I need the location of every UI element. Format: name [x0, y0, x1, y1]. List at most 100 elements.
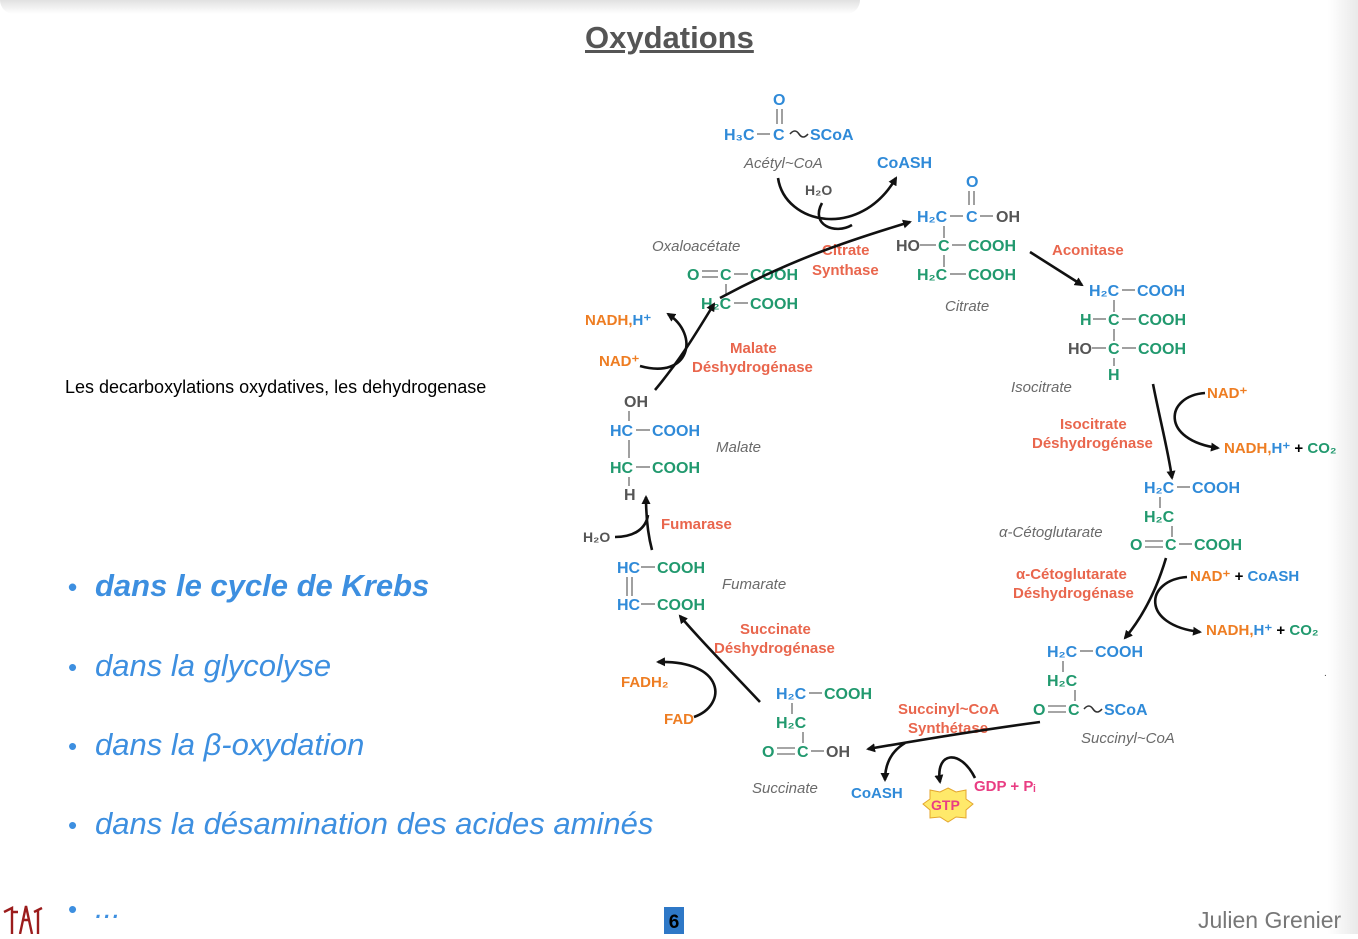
cofactor-coash: CoASH: [877, 155, 932, 172]
slide-title: Oxydations: [585, 20, 754, 55]
atom: HO: [1068, 341, 1092, 358]
acetyl-coa-molecule: O H₃C C SCoA Acétyl~CoA: [724, 92, 854, 172]
compound-name: Succinyl~CoA: [1081, 730, 1175, 747]
atom: H: [1080, 312, 1092, 329]
atom: H₃C: [724, 127, 755, 144]
bullet-text: dans la glycolyse: [95, 648, 332, 683]
arrow-citrate-synthase: [719, 219, 912, 300]
page-number: 6: [664, 907, 684, 934]
cofactor-nad: NAD⁺: [599, 353, 639, 370]
atom: O: [1130, 537, 1142, 554]
enzyme-malate-dehydrogenase: Malate: [730, 340, 777, 357]
atom: H₂C: [701, 296, 732, 313]
arrow-nad-cycle: [1173, 391, 1220, 452]
cofactor-gtp: GTP: [931, 797, 960, 813]
nadh-text: NADH,: [585, 312, 633, 329]
atom: COOH: [1192, 480, 1240, 497]
plus-text: +: [1230, 568, 1247, 585]
nadh-text: NADH,: [1206, 622, 1254, 639]
compound-name: Succinate: [752, 780, 818, 797]
compound-name: Fumarate: [722, 576, 786, 593]
atom: COOH: [1138, 341, 1186, 358]
arrow-succinyl-coa-synthetase: [866, 720, 1041, 753]
enzyme-labels: Citrate Synthase Aconitase Isocitrate Dé…: [661, 242, 1153, 737]
enzyme-citrate-synthase: Citrate: [822, 242, 870, 259]
arrow-nad-coash-cycle: [1153, 575, 1202, 636]
enzyme-succinate-dehydrogenase: Succinate: [740, 621, 811, 638]
plus-text: +: [1290, 440, 1307, 457]
arrow-gdp-gtp: [934, 756, 977, 784]
atom: COOH: [657, 560, 705, 577]
arrow-isocitrate-dh: [1151, 383, 1176, 480]
compound-name: Citrate: [945, 298, 989, 315]
atom: COOH: [657, 597, 705, 614]
enzyme-akg-dehydrogenase: α-Cétoglutarate: [1016, 566, 1127, 583]
bullet-item: • dans la β-oxydation: [68, 727, 364, 763]
atom: SCoA: [1104, 702, 1148, 719]
enzyme-citrate-synthase: Synthase: [812, 262, 879, 279]
compound-name: Oxaloacétate: [652, 238, 740, 255]
cofactor-nadh-co2: NADH,H⁺ + CO₂: [1206, 622, 1319, 639]
atom: COOH: [968, 238, 1016, 255]
thioester-bond: [789, 130, 809, 138]
atom: HC: [617, 560, 641, 577]
atom: C: [797, 744, 809, 761]
alpha-ketoglutarate-molecule: H₂C COOH H₂C O C COOH α-Cétoglutarate: [999, 480, 1242, 554]
atom: H₂C: [776, 686, 807, 703]
bullet-item: • dans la glycolyse: [68, 648, 331, 684]
compound-name: Malate: [716, 439, 761, 456]
atom: H₂C: [1144, 480, 1175, 497]
enzyme-fumarase: Fumarase: [661, 516, 732, 533]
succinate-molecule: H₂C COOH H₂C O C OH Succinate: [752, 686, 872, 797]
atom: H₂C: [917, 209, 948, 226]
bullet-item: • dans le cycle de Krebs: [68, 568, 429, 604]
right-shadow: [1328, 0, 1358, 934]
co2-text: CO₂: [1289, 622, 1318, 639]
atom: COOH: [750, 267, 798, 284]
bullet-text: dans la β-oxydation: [95, 727, 365, 762]
arrow-acetyl-coa-in: [776, 176, 898, 221]
cofactor-nadh: NADH,H⁺: [585, 312, 651, 329]
atom: OH: [826, 744, 850, 761]
arrow-coash-out: [880, 741, 906, 782]
bullet-dot: •: [68, 894, 78, 924]
co2-text: CO₂: [1307, 440, 1336, 457]
cofactor-nad-coash: NAD⁺ + CoASH: [1190, 568, 1299, 585]
author-name: Julien Grenier: [1198, 907, 1342, 933]
atom: C: [1068, 702, 1080, 719]
arrow-fumarase: [641, 495, 654, 551]
bullet-text: ...: [95, 890, 121, 925]
atom: SCoA: [810, 127, 854, 144]
atom: COOH: [1138, 312, 1186, 329]
arrow-h2o-in: [817, 202, 853, 231]
atom: H₂C: [917, 267, 948, 284]
proton-text: H⁺: [633, 312, 652, 329]
cofactor-nadh-co2: NADH,H⁺ + CO₂: [1224, 440, 1337, 457]
thioester-bond: [1083, 705, 1103, 713]
arrow-h2o-in: [614, 514, 650, 539]
nad-text: NAD⁺: [1190, 568, 1230, 585]
cofactor-gdp-pi: GDP + Pᵢ: [974, 778, 1035, 795]
cofactor-labels: H₂O CoASH NAD⁺ NADH,H⁺ + CO₂ NAD⁺ + CoAS…: [583, 155, 1337, 823]
arrow-akg-dh: [1123, 557, 1168, 640]
arrow-aconitase: [1029, 250, 1084, 287]
bullet-text: dans le cycle de Krebs: [95, 568, 430, 603]
atom: COOH: [750, 296, 798, 313]
bullet-dot: •: [68, 731, 78, 761]
isocitrate-molecule: H₂C COOH H C COOH HO C COOH H Isocitrate: [1011, 283, 1186, 396]
atom: C: [966, 209, 978, 226]
bullet-dot: •: [68, 572, 78, 602]
cofactor-h2o: H₂O: [583, 529, 610, 545]
cofactor-fad: FAD: [664, 711, 694, 728]
atom: H: [1108, 367, 1120, 384]
top-shadow: [0, 0, 860, 14]
enzyme-isocitrate-dehydrogenase: Déshydrogénase: [1032, 435, 1153, 452]
atom: OH: [996, 209, 1020, 226]
bullet-dot: •: [68, 652, 78, 682]
enzyme-isocitrate-dehydrogenase: Isocitrate: [1060, 416, 1127, 433]
reaction-arrows: [614, 176, 1220, 784]
atom: C: [1165, 537, 1177, 554]
bullet-item: •...: [68, 890, 121, 926]
university-logo-icon: [3, 905, 43, 934]
